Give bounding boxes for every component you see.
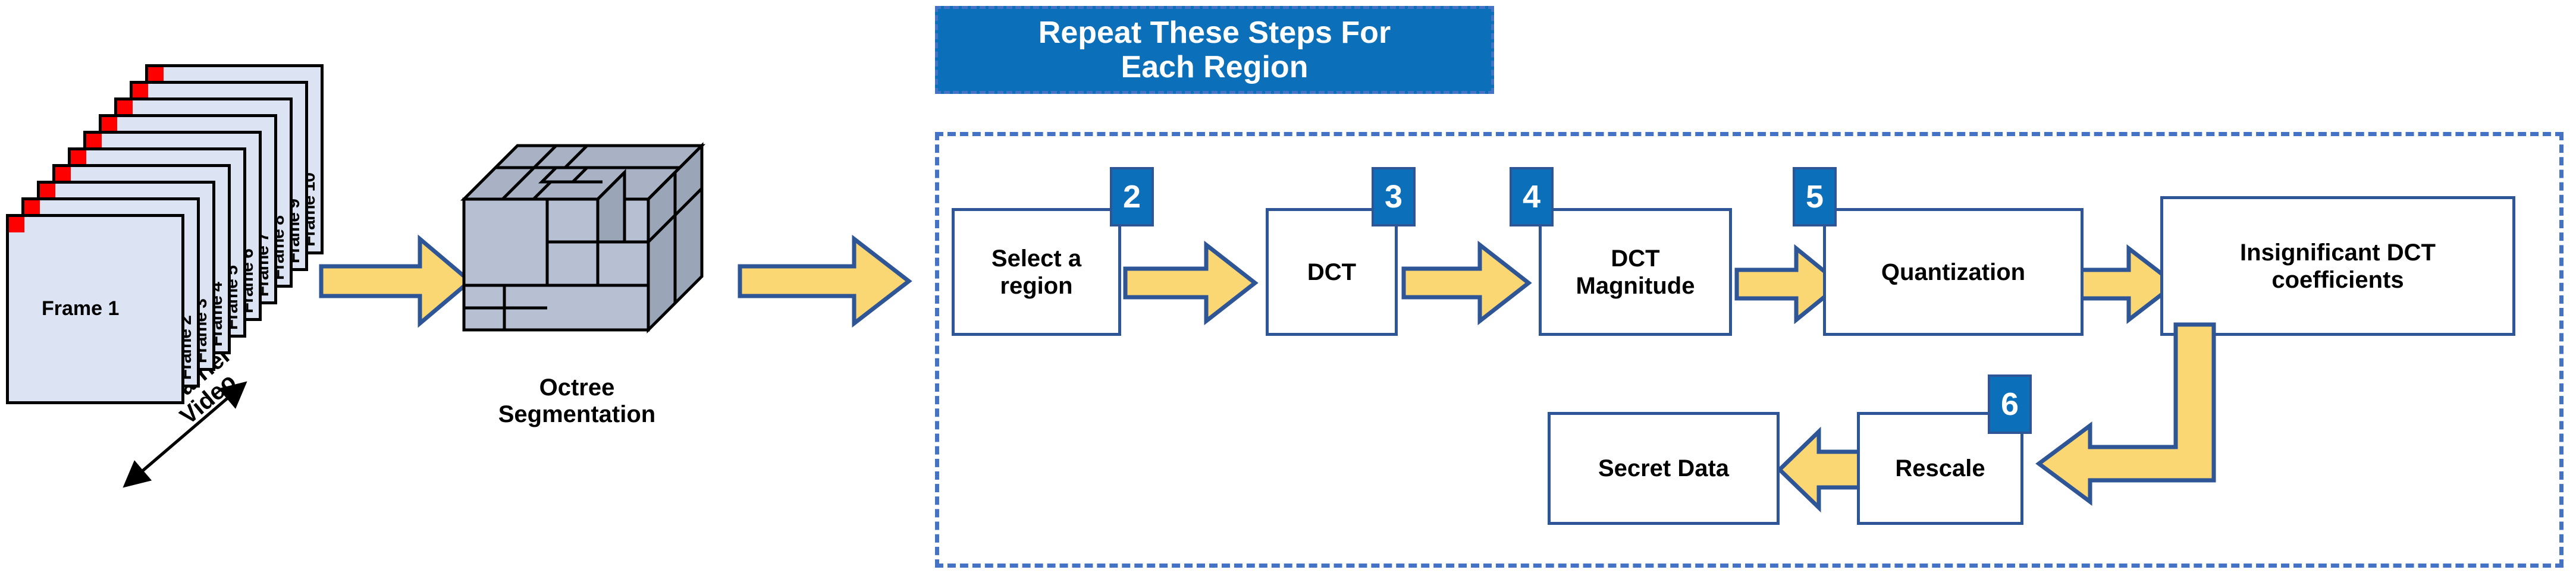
step-box-insignificant-dct-coefficients[interactable]: Insignificant DCT coefficients: [2160, 196, 2515, 336]
elbow-arrow-icon: [2035, 322, 2216, 506]
step-badge-6-number: 6: [2000, 386, 2019, 422]
step-box-dct[interactable]: DCT: [1266, 208, 1398, 336]
octree-caption: Octree Segmentation: [440, 374, 714, 428]
step-4-label-line2: Magnitude: [1576, 272, 1695, 299]
video-frame-1: [6, 214, 184, 404]
octree-caption-line2: Segmentation: [498, 401, 656, 427]
step-5-label-line1: Quantization: [1881, 259, 2026, 285]
frame-marker-icon: [71, 150, 86, 166]
step-3-label-line1: DCT: [1307, 259, 1357, 285]
step-badge-4-number: 4: [1522, 179, 1541, 215]
repeat-banner-line1: Repeat These Steps For: [1038, 15, 1391, 50]
octree-cube: [458, 128, 708, 366]
step-badge-2-number: 2: [1122, 179, 1141, 215]
double-headed-arrow-icon: [123, 381, 247, 488]
frame-marker-icon: [102, 117, 117, 133]
repeat-region-boundary: [935, 132, 2564, 568]
frame-marker-icon: [148, 67, 164, 83]
step-6-label-line1: Rescale: [1895, 455, 1985, 481]
step-badge-5-number: 5: [1805, 179, 1824, 215]
step-badge-5: 5: [1793, 167, 1837, 226]
step-box-select-a-region[interactable]: Select a region: [952, 208, 1121, 336]
step-box-secret-data[interactable]: Secret Data: [1548, 412, 1780, 525]
step-box-dct-magnitude[interactable]: DCT Magnitude: [1539, 208, 1732, 336]
step-badge-3: 3: [1372, 167, 1416, 226]
frame-marker-icon: [55, 167, 71, 182]
step-4-label-line1: DCT: [1611, 245, 1660, 272]
frame-marker-icon: [40, 184, 55, 199]
frame-1-label: Frame 1: [42, 297, 120, 320]
step-badge-3-number: 3: [1384, 179, 1403, 215]
repeat-banner-line2: Each Region: [1121, 50, 1309, 84]
flow-arrow-3-to-4: [1401, 240, 1532, 326]
flow-arrow-2-to-3: [1123, 240, 1259, 326]
step-2-label-line2: region: [1000, 272, 1073, 299]
step-2-label-line1: Select a: [991, 245, 1082, 272]
repeat-banner-text: Repeat These Steps For Each Region: [1038, 15, 1391, 84]
frame-marker-icon: [117, 100, 133, 116]
octree-caption-line1: Octree: [539, 374, 615, 401]
flow-arrow-octree-to-region: [738, 234, 912, 328]
insignificant-label-line2: coefficients: [2271, 266, 2404, 293]
step-badge-2: 2: [1110, 167, 1154, 226]
frame-marker-icon: [9, 217, 24, 232]
step-badge-6: 6: [1988, 374, 2032, 434]
repeat-banner: Repeat These Steps For Each Region: [935, 6, 1494, 94]
flow-arrow-frames-to-octree: [319, 234, 473, 328]
flow-arrow-4-to-5: [1734, 244, 1844, 325]
secret-data-label: Secret Data: [1598, 455, 1730, 481]
step-box-quantization[interactable]: Quantization: [1823, 208, 2084, 336]
step-badge-4: 4: [1510, 167, 1554, 226]
frame-marker-icon: [133, 84, 148, 99]
insignificant-label-line1: Insignificant DCT: [2240, 239, 2436, 266]
frame-marker-icon: [86, 134, 102, 149]
frame-marker-icon: [24, 200, 40, 216]
